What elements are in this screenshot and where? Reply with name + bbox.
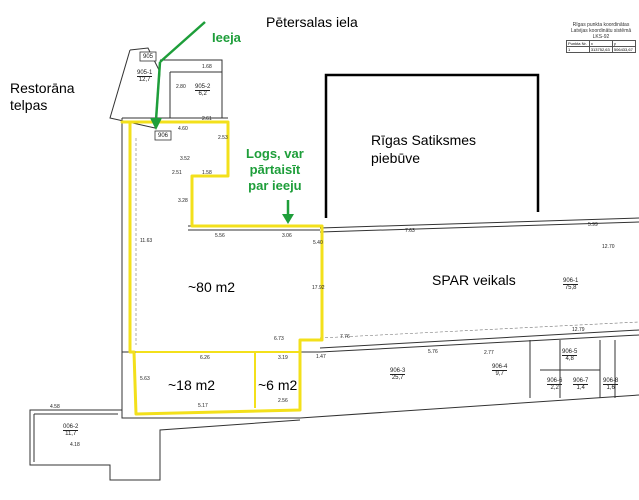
dim: 12.79	[572, 327, 585, 333]
dim: 3.19	[278, 355, 288, 361]
dim: 6.26	[200, 355, 210, 361]
dim: 17.92	[312, 285, 325, 291]
rigas-line-1: Rīgas Satiksmes	[371, 132, 477, 148]
restaurant-line-2: telpas	[10, 97, 48, 113]
dim: 2.56	[278, 398, 288, 404]
entrance-arrow-shaft	[154, 61, 162, 121]
coord-title-1: Rīgas punkta koordinātas	[572, 22, 630, 28]
wall-main-outline	[121, 118, 639, 419]
rental-area-outline	[120, 120, 324, 416]
dim: 3.28	[178, 198, 188, 204]
coord-y: 506433,67	[611, 46, 637, 53]
dim: 2.61	[202, 116, 212, 122]
room-906: 906	[158, 133, 169, 139]
coord-title-2: Latvijas koordinātu sistēmā LKS-92	[570, 28, 632, 40]
coord-point: 1	[566, 46, 590, 53]
area-80: ~80 m2	[188, 279, 236, 295]
entrance-label: Ieeja	[212, 30, 241, 45]
entrance-arrow-line	[159, 21, 206, 63]
dim: 1.68	[202, 64, 212, 70]
restaurant-label: Restorāna telpas	[10, 80, 75, 114]
coordinate-table: Rīgas punkta koordinātas Latvijas koordi…	[566, 22, 637, 53]
dim: 1.58	[202, 170, 212, 176]
room-906-box	[154, 130, 172, 141]
street-name: Pētersalas iela	[266, 14, 358, 30]
window-note-line-2: pārtaisīt	[249, 162, 301, 177]
dim: 4.60	[178, 126, 188, 132]
restaurant-line-1: Restorāna	[10, 80, 75, 96]
dim: 5.63	[140, 376, 150, 382]
dim: 7.63	[405, 228, 415, 234]
window-note-line-3: par ieeju	[248, 178, 302, 193]
dim: 6.73	[274, 336, 284, 342]
wall-left-extension	[29, 409, 301, 481]
window-note-line-1: Logs, var	[246, 146, 304, 161]
dim: 3.52	[180, 156, 190, 162]
rigas-line-2: piebūve	[371, 150, 421, 166]
window-note: Logs, var pārtaisīt par ieeju	[246, 146, 304, 194]
area-18: ~18 m2	[168, 377, 216, 393]
dim: 5.56	[215, 233, 225, 239]
coord-x: 313752,63	[588, 46, 613, 53]
spar-label: SPAR veikals	[432, 272, 516, 288]
dim: 4.18	[70, 442, 80, 448]
dim: 7.76	[340, 334, 350, 340]
dim: 2.51	[172, 170, 182, 176]
dim: 5.76	[428, 349, 438, 355]
rigas-satiksmes-outline	[324, 73, 540, 218]
dim: 11.63	[140, 238, 153, 244]
dim: 5.99	[588, 222, 598, 228]
dim: 2.53	[218, 135, 228, 141]
dim: 1.47	[316, 354, 326, 360]
rigas-label: Rīgas Satiksmes piebūve	[371, 131, 476, 167]
dim: 5.40	[313, 240, 323, 246]
dim: 3.06	[282, 233, 292, 239]
dim: 5.17	[198, 403, 208, 409]
wall-upper-room-2	[160, 59, 223, 119]
window-arrow-head	[282, 214, 294, 224]
room-905: 905	[143, 54, 154, 60]
room-905-box	[139, 51, 157, 62]
dim: 4.58	[50, 404, 60, 410]
dim: 2.80	[176, 84, 186, 90]
dim: 2.77	[484, 350, 494, 356]
dim: 12.70	[602, 244, 615, 250]
coord-header-point: Punkta Nr.	[566, 40, 590, 47]
entrance-arrow-head	[150, 118, 162, 130]
area-6: ~6 m2	[258, 377, 298, 393]
